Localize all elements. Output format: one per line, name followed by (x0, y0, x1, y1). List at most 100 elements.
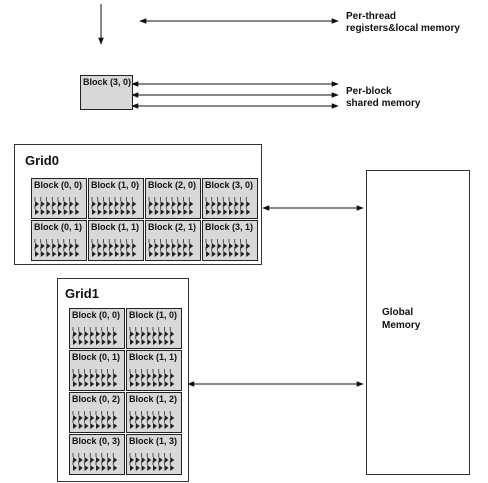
thread-arrow-glyph (160, 209, 165, 215)
thread-arrow-glyph (120, 209, 125, 215)
thread-arrow-glyph (141, 465, 146, 471)
thread-arrow-glyph (84, 423, 89, 429)
thread-arrow-glyph (97, 209, 102, 215)
thread-arrow-glyph (189, 209, 194, 215)
thread-arrow-glyph (206, 243, 210, 249)
thread-arrow-glyph (113, 373, 118, 379)
thread-arrow-glyph (40, 209, 45, 215)
thread-arrow-glyph (141, 423, 146, 429)
thread-arrow-glyph (130, 465, 134, 471)
thread-arrow-glyph (135, 457, 140, 463)
thread-arrow-glyph (246, 243, 251, 249)
thread-arrow-glyph (90, 381, 95, 387)
thread-arrow-glyph (107, 457, 112, 463)
thread-arrow-glyph (160, 251, 165, 257)
grid-block: Block (1, 2) (126, 392, 182, 433)
thread-arrow-glyph (211, 243, 216, 249)
thread-arrow-glyph (217, 201, 222, 207)
block-label: Block (1, 0) (129, 310, 178, 320)
thread-arrow-glyph (90, 423, 95, 429)
thread-arrow-glyph (115, 251, 119, 257)
thread-arrow-glyph (75, 201, 80, 207)
grid-block: Block (0, 2) (69, 392, 125, 433)
thread-arrow-glyph (217, 209, 222, 215)
thread-arrow-glyph (149, 251, 153, 257)
thread-arrow-glyph (166, 201, 171, 207)
thread-arrow-glyph (153, 465, 157, 471)
thread-arrow-glyph (141, 457, 146, 463)
thread-glyphs (72, 369, 118, 387)
thread-arrow-glyph (101, 373, 106, 379)
thread-arrow-glyph (75, 243, 80, 249)
thread-arrow-glyph (96, 339, 100, 345)
thread-arrow-glyph (113, 415, 118, 421)
thread-arrow-glyph (58, 201, 62, 207)
thread-arrow-glyph (101, 339, 106, 345)
thread-arrow-glyph (90, 339, 95, 345)
thread-arrow-glyph (63, 251, 68, 257)
thread-arrow-glyph (177, 201, 182, 207)
thread-arrow-glyph (52, 201, 57, 207)
thread-arrow-glyph (90, 373, 95, 379)
thread-arrow-glyph (240, 209, 245, 215)
thread-arrow-glyph (58, 243, 62, 249)
thread-arrow-glyph (132, 209, 137, 215)
thread-arrow-glyph (113, 423, 118, 429)
thread-arrow-glyph (170, 465, 175, 471)
thread-arrow-glyph (154, 209, 159, 215)
thread-arrow-glyph (96, 423, 100, 429)
thread-arrow-glyph (132, 201, 137, 207)
thread-arrow-glyph (172, 251, 176, 257)
thread-arrow-glyph (154, 201, 159, 207)
block-label: Block (0, 1) (34, 222, 83, 232)
thread-arrow-glyph (223, 209, 228, 215)
top-block: Block (3, 0) (80, 75, 133, 110)
grid-block: Block (0, 3) (69, 434, 125, 475)
thread-glyphs (72, 411, 118, 429)
thread-arrow-glyph (84, 381, 89, 387)
thread-arrow-glyph (158, 381, 163, 387)
thread-arrow-glyph (141, 415, 146, 421)
block-label: Block (0, 0) (34, 180, 83, 190)
thread-arrow-glyph (120, 251, 125, 257)
thread-arrow-glyph (240, 201, 245, 207)
thread-arrow-glyph (240, 251, 245, 257)
thread-arrow-glyph (158, 339, 163, 345)
thread-arrow-glyph (183, 243, 188, 249)
thread-arrow-glyph (107, 339, 112, 345)
thread-arrow-glyph (229, 243, 233, 249)
thread-arrow-glyph (147, 415, 152, 421)
thread-arrow-glyph (153, 457, 157, 463)
thread-arrow-glyph (164, 465, 169, 471)
thread-arrow-glyph (58, 209, 62, 215)
thread-arrow-glyph (141, 339, 146, 345)
thread-arrow-glyph (101, 423, 106, 429)
thread-glyphs (129, 369, 175, 387)
thread-arrow-glyph (126, 201, 131, 207)
thread-arrow-glyph (96, 457, 100, 463)
thread-arrow-glyph (109, 251, 114, 257)
thread-arrow-glyph (126, 209, 131, 215)
thread-arrow-glyph (160, 243, 165, 249)
thread-arrow-glyph (158, 465, 163, 471)
thread-arrow-glyph (107, 381, 112, 387)
thread-arrow-glyph (97, 251, 102, 257)
thread-arrow-glyph (35, 201, 39, 207)
thread-arrow-glyph (166, 251, 171, 257)
thread-arrow-glyph (132, 251, 137, 257)
thread-arrow-glyph (135, 415, 140, 421)
thread-arrow-glyph (120, 243, 125, 249)
thread-glyphs (72, 327, 118, 345)
thread-arrow-glyph (96, 381, 100, 387)
thread-arrow-glyph (164, 423, 169, 429)
thread-arrow-glyph (63, 209, 68, 215)
thread-arrow-glyph (147, 339, 152, 345)
thread-arrow-glyph (63, 201, 68, 207)
block-label: Block (0, 2) (72, 394, 121, 404)
thread-arrow-glyph (90, 331, 95, 337)
thread-arrow-glyph (78, 373, 83, 379)
thread-arrow-glyph (130, 381, 134, 387)
block-label: Block (3, 1) (205, 222, 254, 232)
thread-arrow-glyph (189, 251, 194, 257)
